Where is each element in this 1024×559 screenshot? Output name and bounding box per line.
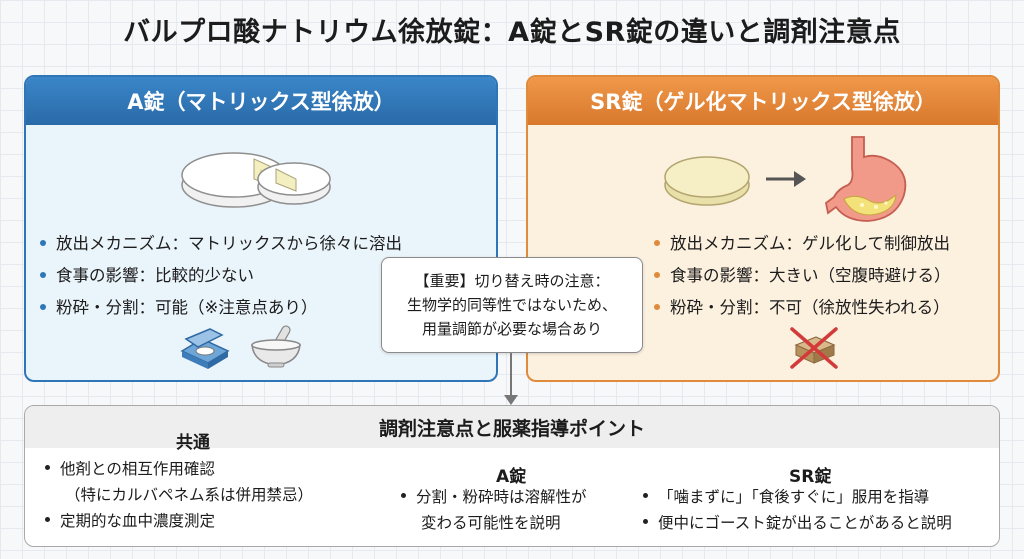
a-mechanism-item: 放出メカニズム：マトリックスから徐々に溶出 xyxy=(40,228,402,260)
sr-tablet-item-no-chewing: 「噛まずに」「食後すぐに」服用を指導 xyxy=(643,484,952,510)
a-crushing-item: 粉砕・分割：可能（※注意点あり） xyxy=(40,292,402,324)
callout-line-3: 用量調節が必要な場合あり xyxy=(421,320,602,338)
split-tablet-icon xyxy=(181,152,331,208)
switching-caution-callout: 【重要】切り替え時の注意： 生物学的同等性ではないため、 用量調節が必要な場合あ… xyxy=(381,257,643,353)
a-tablet-panel-header: A錠（マトリックス型徐放） xyxy=(26,77,496,125)
common-heading: 共通 xyxy=(176,433,210,453)
connector-line xyxy=(510,353,512,399)
dispensing-points-header: 調剤注意点と服薬指導ポイント xyxy=(25,406,999,448)
common-item-interaction-note: （特にカルバペネム系は併用禁忌） xyxy=(65,486,314,504)
common-list: 他剤との相互作用確認 （特にカルバペネム系は併用禁忌） 定期的な血中濃度測定 xyxy=(45,456,313,534)
sr-tablet-heading: SR錠 xyxy=(789,467,832,487)
stomach-icon xyxy=(825,136,907,222)
down-arrow-icon xyxy=(504,395,518,405)
pill-cutter-icon xyxy=(180,328,230,369)
mortar-pestle-icon xyxy=(251,325,301,368)
sr-tablet-list: 「噛まずに」「食後すぐに」服用を指導 便中にゴースト錠が出ることがあると説明 xyxy=(643,484,952,536)
sr-food-effect-item: 食事の影響：大きい（空腹時避ける） xyxy=(654,260,951,292)
a-tablet-heading: A錠 xyxy=(496,467,527,487)
callout-line-1: 【重要】切り替え時の注意： xyxy=(414,272,610,290)
arrow-right-icon xyxy=(766,171,806,187)
a-tablet-list: 分割・粉砕時は溶解性が 変わる可能性を説明 xyxy=(401,484,587,536)
a-tablet-panel: A錠（マトリックス型徐放） 放出メカニズム：マトリックスから徐々に溶出 食事の影… xyxy=(24,75,498,382)
round-tablet-icon xyxy=(664,156,750,206)
sr-crushing-item: 粉砕・分割：不可（徐放性失われる） xyxy=(654,292,951,324)
sr-tablet-item-ghost-tablet: 便中にゴースト錠が出ることがあると説明 xyxy=(643,510,952,536)
common-item-interaction: 他剤との相互作用確認 xyxy=(45,456,313,482)
no-crushing-icon xyxy=(790,327,838,369)
sr-tablet-panel-header: SR錠（ゲル化マトリックス型徐放） xyxy=(528,77,998,125)
a-food-effect-item: 食事の影響：比較的少ない xyxy=(40,260,402,292)
page-title: バルプロ酸ナトリウム徐放錠：A錠とSR錠の違いと調剤注意点 xyxy=(123,17,901,48)
sr-mechanism-item: 放出メカニズム：ゲル化して制御放出 xyxy=(654,228,951,260)
dispensing-points-panel: 調剤注意点と服薬指導ポイント 共通 他剤との相互作用確認 （特にカルバペネム系は… xyxy=(24,405,1000,547)
a-tablet-item-solubility: 分割・粉砕時は溶解性が xyxy=(401,484,587,510)
a-tablet-item-solubility-note: 変わる可能性を説明 xyxy=(421,514,561,532)
callout-line-2: 生物学的同等性ではないため、 xyxy=(406,296,617,314)
common-item-blood-level: 定期的な血中濃度測定 xyxy=(45,508,313,534)
